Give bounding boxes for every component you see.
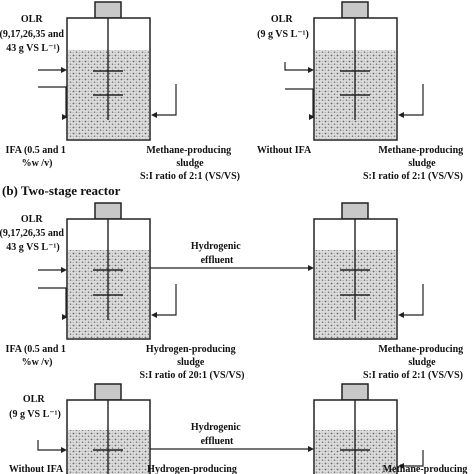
feed-arrow (38, 287, 67, 317)
feed-label: IFA (0.5 and 1 %w /v) (6, 145, 69, 169)
olr-label: OLR (9 g VS L⁻¹) (9, 394, 61, 420)
sludge-arrow (401, 84, 424, 116)
reactor-bot-left: OLR (9 g VS L⁻¹) Without IFA Hydrogen-pr… (9, 383, 237, 474)
effluent-label: Hydrogenic effluent (191, 422, 243, 447)
feed-label: IFA (0.5 and 1 %w /v) (6, 344, 69, 368)
motor-box (341, 202, 369, 220)
si-ratio-label: S:I ratio of 2:1 (VS/VS) (363, 370, 463, 381)
sludge-arrow (154, 284, 177, 316)
top-right-si-ratio: S:I ratio of 2:1 (VS/VS) (363, 171, 463, 182)
motor-box (341, 383, 369, 401)
motor-box (94, 1, 122, 19)
reactor-bot-right: Methane-producing (313, 383, 468, 474)
feed-arrow (38, 86, 67, 117)
olr-label: OLR (9 g VS L⁻¹) (257, 14, 309, 40)
reactor-mid-right: Methane-producing sludge S:I ratio of 2:… (313, 202, 465, 381)
sludge-label: Methane-producing sludge (378, 145, 465, 169)
olr-arrow (284, 62, 312, 71)
sludge-arrow (401, 450, 424, 467)
sludge-label: Methane-producing (383, 464, 468, 474)
motor-box (94, 202, 122, 220)
sludge-label: Methane-producing sludge (378, 344, 465, 368)
olr-label: OLR (9,17,26,35 and 43 g VS L⁻¹) (0, 214, 66, 253)
reactor-mid-left: OLR (9,17,26,35 and 43 g VS L⁻¹) IFA (0.… (0, 202, 245, 381)
effluent-label: Hydrogenic effluent (191, 241, 243, 266)
feed-label: Without IFA (9, 464, 64, 474)
feed-arrow (285, 88, 314, 117)
sludge-arrow (154, 84, 177, 116)
sludge-arrow (401, 284, 424, 316)
motor-box (94, 383, 122, 401)
section-b-title: (b) Two-stage reactor (2, 183, 121, 198)
olr-arrow (37, 440, 65, 451)
sludge-label: Methane-producing sludge (146, 145, 233, 169)
reactor-top-left: OLR (9,17,26,35 and 43 g VS L⁻¹) IFA (0.… (0, 1, 233, 169)
reactor-top-right: OLR (9 g VS L⁻¹) Without IFA Methane-pro… (257, 1, 465, 169)
feed-label: Without IFA (257, 145, 312, 156)
motor-box (341, 1, 369, 19)
sludge-label: Hydrogen-producing (147, 464, 237, 474)
effluent-connector-mid: Hydrogenic effluent (150, 241, 314, 271)
sludge-label: Hydrogen-producing sludge S:I ratio of 2… (140, 344, 245, 381)
effluent-connector-bot: Hydrogenic effluent (150, 422, 314, 452)
olr-label: OLR (9,17,26,35 and 43 g VS L⁻¹) (0, 14, 66, 54)
top-left-si-ratio: S:I ratio of 2:1 (VS/VS) (140, 171, 240, 182)
